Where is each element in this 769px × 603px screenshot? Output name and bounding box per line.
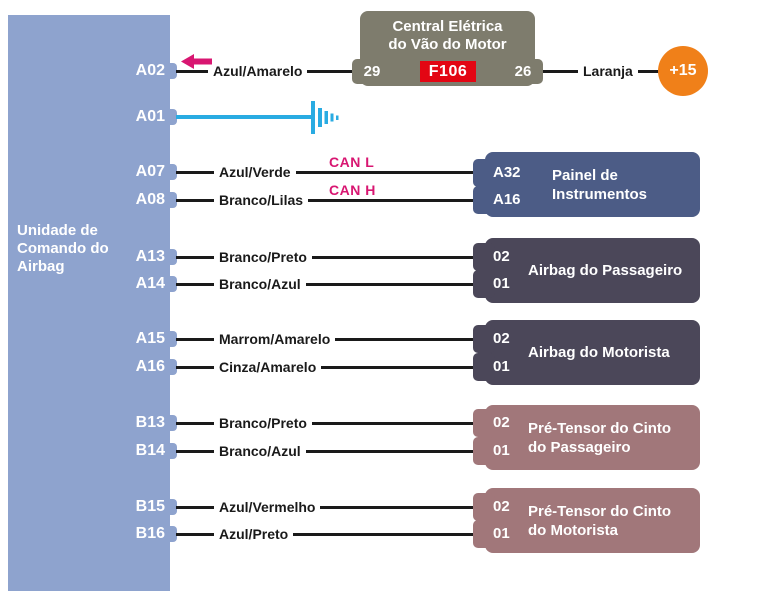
wire-a07 — [176, 171, 476, 174]
wire-label-b15: Azul/Vermelho — [214, 499, 321, 515]
fuse-f106-badge: F106 — [420, 61, 476, 82]
module-airbag-do-passageiro: 02 01 Airbag do Passageiro — [473, 238, 700, 303]
airbag-control-unit-box: Unidade de Comando do Airbag A02 A01 A07… — [8, 15, 177, 591]
wire-label-b16: Azul/Preto — [214, 526, 294, 542]
module-pin-label: A32 — [493, 164, 521, 181]
unit-pin-label-a14: A14 — [135, 275, 165, 292]
unit-pin-label-b14: B14 — [135, 442, 165, 459]
unit-pin-tab-a01 — [168, 109, 177, 125]
plus15-terminal: +15 — [658, 46, 708, 96]
wire-b14 — [176, 450, 476, 453]
module-pin-label: 02 — [493, 248, 510, 265]
wire-label-a16: Cinza/Amarelo — [214, 359, 322, 375]
unit-pin-tab-b16 — [168, 526, 177, 542]
wire-label-a02: Azul/Amarelo — [208, 63, 308, 79]
module-pin-label: A16 — [493, 191, 521, 208]
unit-pin-label-a13: A13 — [135, 248, 165, 265]
wire-label-a15: Marrom/Amarelo — [214, 331, 336, 347]
unit-pin-tab-a08 — [168, 192, 177, 208]
module-title: Painel de Instrumentos — [552, 166, 648, 203]
wire-a08 — [176, 199, 476, 202]
module-pin-label: 02 — [493, 330, 510, 347]
unit-pin-tab-a02 — [168, 63, 177, 79]
fusebox-central-eletrica: 29 26 Central Elétrica do Vão do Motor F… — [352, 11, 543, 86]
unit-pin-label-a01: A01 — [135, 108, 165, 125]
fusebox-title: Central Elétrica do Vão do Motor — [388, 18, 507, 53]
module-pin-tab — [473, 270, 495, 298]
wire-label-a08: Branco/Lilas — [214, 192, 309, 208]
module-pin-tab — [473, 520, 495, 548]
wire-a16 — [176, 366, 476, 369]
wire-b15 — [176, 506, 476, 509]
module-title: Airbag do Passageiro — [528, 262, 683, 279]
fusebox-pin-26: 26 — [503, 59, 543, 84]
module-airbag-do-motorista: 02 01 Airbag do Motorista — [473, 320, 700, 385]
module-pin-tab — [473, 493, 495, 521]
module-title: Pré-Tensor do Cinto do Motorista — [528, 502, 672, 539]
unit-pin-tab-a14 — [168, 276, 177, 292]
unit-pin-label-b13: B13 — [135, 414, 165, 431]
unit-pin-label-a16: A16 — [135, 358, 165, 375]
ground-icon — [311, 101, 339, 134]
module-pin-label: 01 — [493, 275, 510, 292]
unit-pin-label-b16: B16 — [135, 525, 165, 542]
unit-pin-tab-a15 — [168, 331, 177, 347]
module-pin-tab — [473, 409, 495, 437]
module-pin-tab — [473, 243, 495, 271]
wire-label-a13: Branco/Preto — [214, 249, 312, 265]
can-l-label: CAN L — [329, 154, 375, 170]
module-pin-tab — [473, 159, 495, 187]
wire-b13 — [176, 422, 476, 425]
module-title: Pré-Tensor do Cinto do Passageiro — [528, 419, 672, 456]
wire-a01-ground — [176, 115, 313, 119]
module-painel-de-instrumentos: A32 A16 Painel de Instrumentos — [473, 152, 700, 217]
unit-pin-tab-a07 — [168, 164, 177, 180]
unit-pin-label-a15: A15 — [135, 330, 165, 347]
wire-a14 — [176, 283, 476, 286]
wire-label-b14: Branco/Azul — [214, 443, 306, 459]
module-pre-tensor-passageiro: 02 01 Pré-Tensor do Cinto do Passageiro — [473, 405, 700, 470]
module-pin-label: 01 — [493, 525, 510, 542]
module-pin-tab — [473, 325, 495, 353]
wire-b16 — [176, 533, 476, 536]
wire-label-a07: Azul/Verde — [214, 164, 296, 180]
module-pin-label: 01 — [493, 442, 510, 459]
unit-pin-tab-a13 — [168, 249, 177, 265]
airbag-control-unit-title: Unidade de Comando do Airbag — [17, 222, 109, 275]
module-pin-tab — [473, 186, 495, 214]
unit-pin-tab-a16 — [168, 359, 177, 375]
unit-pin-label-b15: B15 — [135, 498, 165, 515]
unit-pin-tab-b15 — [168, 499, 177, 515]
unit-pin-tab-b13 — [168, 415, 177, 431]
wire-label-a14: Branco/Azul — [214, 276, 306, 292]
module-pin-label: 02 — [493, 498, 510, 515]
unit-pin-tab-b14 — [168, 443, 177, 459]
wire-label-laranja: Laranja — [578, 63, 638, 79]
fusebox-pin-29: 29 — [352, 59, 392, 84]
module-pin-tab — [473, 437, 495, 465]
wire-a13 — [176, 256, 476, 259]
wire-label-b13: Branco/Preto — [214, 415, 312, 431]
can-h-label: CAN H — [329, 182, 376, 198]
module-pin-label: 01 — [493, 358, 510, 375]
left-arrow-icon — [181, 54, 212, 69]
unit-pin-label-a07: A07 — [135, 163, 165, 180]
unit-pin-label-a08: A08 — [135, 191, 165, 208]
module-pin-tab — [473, 353, 495, 381]
module-pre-tensor-motorista: 02 01 Pré-Tensor do Cinto do Motorista — [473, 488, 700, 553]
module-pin-label: 02 — [493, 414, 510, 431]
unit-pin-label-a02: A02 — [135, 62, 165, 79]
module-title: Airbag do Motorista — [528, 344, 670, 361]
